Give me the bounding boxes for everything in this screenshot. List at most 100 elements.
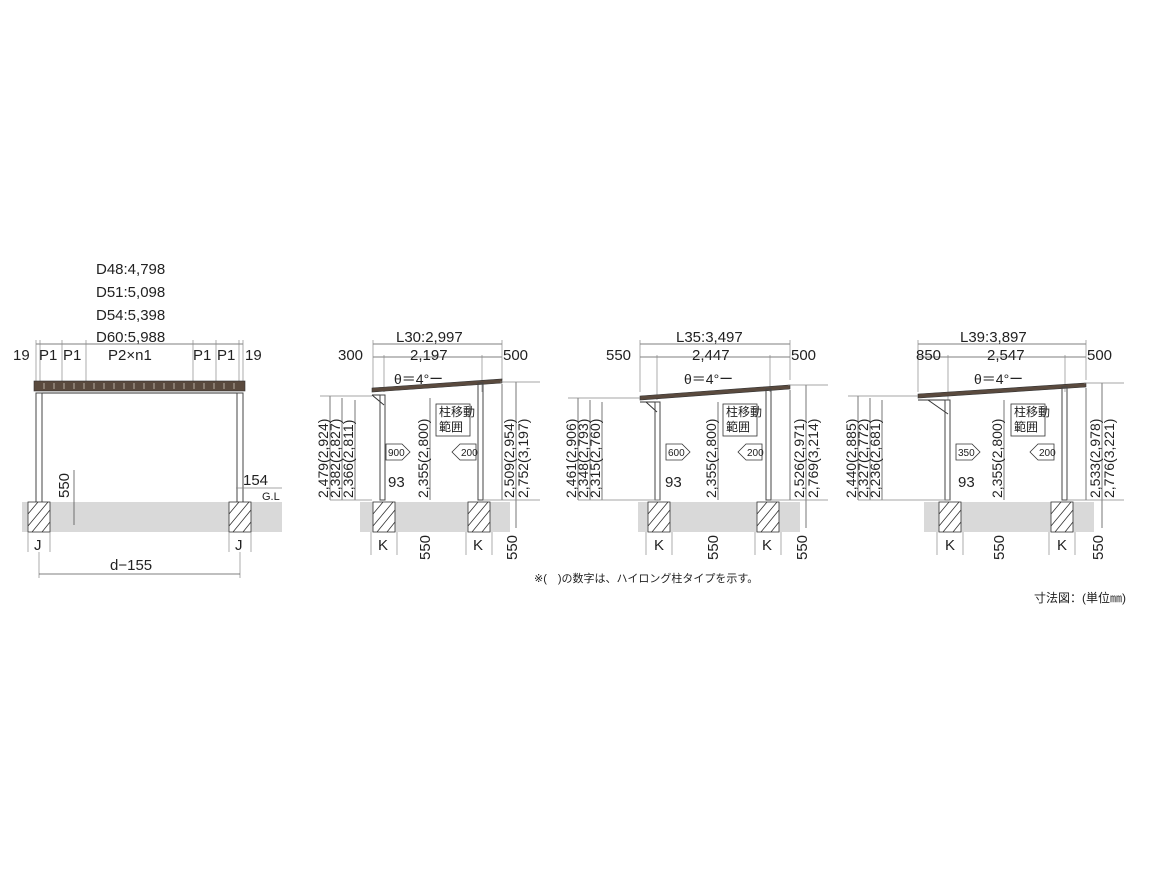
- footing-front: [647, 501, 671, 533]
- footing-label: J: [235, 537, 243, 554]
- height-label: 2,769(3,214): [805, 419, 821, 498]
- move-range-box: [722, 403, 758, 437]
- angle-label: θ＝4°ー: [974, 371, 1023, 387]
- bracket-label: 93: [958, 474, 975, 491]
- roof-panel: [639, 384, 791, 401]
- dim-label: 550: [606, 347, 631, 364]
- high-long-note: ※( )の数字は、ハイロング柱タイプを示す。: [534, 571, 758, 585]
- footing-back: [1050, 501, 1074, 533]
- footing-label: J: [34, 537, 42, 554]
- move-range-box: [435, 403, 471, 437]
- arrow-label: 200: [1039, 448, 1056, 459]
- post-front: [379, 394, 386, 501]
- footing-right: [228, 501, 252, 533]
- depth-label: 550: [991, 535, 1008, 560]
- height-label: 2,315(2,760): [587, 419, 603, 498]
- height-label: 2,382(2,827): [327, 419, 343, 498]
- dim-label: 550: [56, 473, 73, 498]
- move-range-label: 柱移動: [439, 404, 475, 419]
- move-range-label: 範囲: [1014, 419, 1038, 434]
- roof-panel: [33, 380, 246, 392]
- dim-label: 850: [916, 347, 941, 364]
- height-label: 2,509(2,954): [501, 419, 517, 498]
- height-label: 2,366(2,811): [340, 420, 356, 498]
- roof-panel: [917, 382, 1087, 399]
- arrow-left-icon: [1029, 443, 1055, 461]
- move-range-box: [1010, 403, 1046, 437]
- height-label: 2,348(2,793): [575, 419, 591, 498]
- move-range-label: 柱移動: [1014, 404, 1050, 419]
- depth-label: 550: [417, 535, 434, 560]
- bracket-label: 93: [665, 474, 682, 491]
- depth-label: 550: [504, 535, 521, 560]
- height-label: 2,776(3,221): [1101, 419, 1117, 498]
- arrow-label: 900: [388, 448, 405, 459]
- footing-label: K: [654, 537, 664, 554]
- dim-label: P1: [193, 347, 211, 364]
- footing-back: [467, 501, 491, 533]
- footing-label: K: [378, 537, 388, 554]
- dim-label: 300: [338, 347, 363, 364]
- height-label: 2,355(2,800): [703, 419, 719, 498]
- post-back: [765, 388, 772, 501]
- dim-label: 19: [13, 347, 30, 364]
- arrow-right-icon: [665, 443, 691, 461]
- bracket: [371, 394, 385, 406]
- arrow-left-icon: [737, 443, 763, 461]
- height-label: 2,236(2,681): [867, 419, 883, 498]
- gl-label: G.L: [262, 491, 280, 503]
- arrow-label: 200: [747, 448, 764, 459]
- depth-option: D60:5,988: [96, 329, 165, 346]
- dim-label: 500: [1087, 347, 1112, 364]
- span-label: d−155: [110, 557, 152, 574]
- dim-label: 500: [791, 347, 816, 364]
- dim-label: P2×n1: [108, 347, 152, 364]
- move-range-label: 範囲: [726, 419, 750, 434]
- roof-ribs: [43, 383, 235, 389]
- dim-label: 2,547: [987, 347, 1025, 364]
- bracket-label: 93: [388, 474, 405, 491]
- height-label: 2,479(2,924): [315, 419, 331, 498]
- dimension-extension-lines: [35, 340, 244, 382]
- depth-option: D54:5,398: [96, 307, 165, 324]
- move-range-label: 範囲: [439, 419, 463, 434]
- depth-label: 550: [1090, 535, 1107, 560]
- height-label: 2,327(2,772): [855, 419, 871, 498]
- height-label: 2,440(2,885): [843, 419, 859, 498]
- height-label: 2,752(3,197): [515, 419, 531, 498]
- side-view-l30: L30:2,997 300 2,197 500 θ＝4°ー 2,479(2,92…: [315, 329, 540, 560]
- footing-label: K: [473, 537, 483, 554]
- height-label: 2,461(2,906): [563, 419, 579, 498]
- arrow-left-icon: [451, 443, 477, 461]
- footing-label: K: [762, 537, 772, 554]
- footing-label: K: [1057, 537, 1067, 554]
- depth-option: D48:4,798: [96, 261, 165, 278]
- dim-label: 2,447: [692, 347, 730, 364]
- arrow-right-icon: [955, 443, 981, 461]
- footing-back: [756, 501, 780, 533]
- height-label: 2,533(2,978): [1087, 419, 1103, 498]
- arrow-label: 200: [461, 448, 478, 459]
- arrow-label: 600: [668, 448, 685, 459]
- length-label: L30:2,997: [396, 329, 463, 346]
- roof-panel: [371, 378, 503, 393]
- dim-label: P1: [63, 347, 81, 364]
- angle-label: θ＝4°ー: [684, 371, 733, 387]
- dim-label: 2,197: [410, 347, 448, 364]
- post-front: [654, 401, 661, 501]
- post-back: [477, 382, 484, 501]
- dim-label: 500: [503, 347, 528, 364]
- depth-label: 550: [794, 535, 811, 560]
- side-view-l35: L35:3,497 550 2,447 500 θ＝4°ー 2,461(2,90…: [563, 329, 828, 560]
- height-label: 2,355(2,800): [415, 419, 431, 498]
- dim-label: P1: [217, 347, 235, 364]
- footing-left: [27, 501, 51, 533]
- post-front: [944, 399, 951, 501]
- side-view-l39: L39:3,897 850 2,547 500 θ＝4°ー 2,440(2,88…: [843, 329, 1124, 560]
- post-back: [1061, 386, 1068, 501]
- height-label: 2,526(2,971): [791, 419, 807, 498]
- footing-front: [938, 501, 962, 533]
- footing-front: [372, 501, 396, 533]
- arrow-right-icon: [385, 443, 411, 461]
